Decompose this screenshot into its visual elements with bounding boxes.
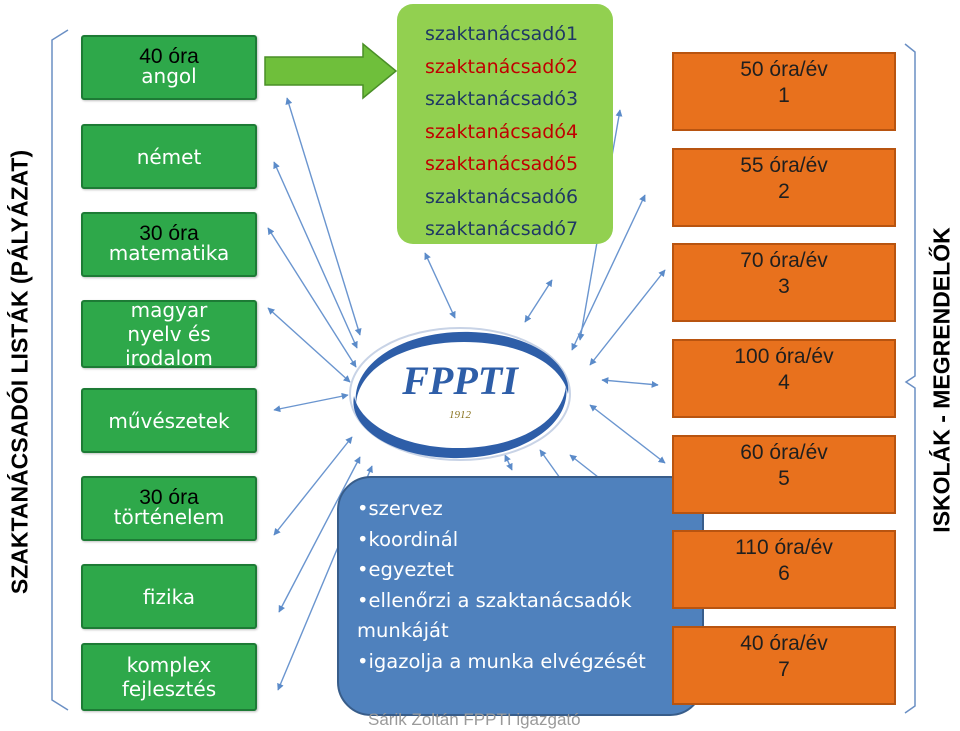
order-rate: 100 óra/év [734,345,834,368]
order-box-2: 55 óra/év 2 [672,148,896,227]
advisor-item: szaktanácsadó3 [425,88,579,110]
task-item: •egyeztet [357,558,454,581]
task-item: munkáját [357,619,449,642]
advisor-item: szaktanácsadó1 [425,23,579,45]
subject-name: magyar nyelv és irodalom [125,298,213,370]
footer-credit: Sárik Zoltán FPPTI igazgató [368,710,581,729]
order-box-5: 60 óra/év 5 [672,435,896,514]
tasks-box: •szervez •koordinál •egyeztet •ellenőrzi… [337,476,704,716]
task-item: •igazolja a munka elvégzését [357,649,646,673]
order-number: 5 [778,467,790,490]
advisor-item: szaktanácsadó5 [425,153,579,175]
left-bracket [51,29,69,711]
order-number: 1 [778,84,790,107]
order-number: 7 [778,658,790,681]
order-rate: 55 óra/év [740,154,828,177]
big-arrow [264,42,398,100]
order-number: 4 [778,371,790,394]
order-number: 2 [778,180,790,203]
order-rate: 110 óra/év [735,536,833,559]
right-title-text: ISKOLÁK - MEGRENDELŐK [928,227,955,533]
subject-box-nemet: német [81,124,257,189]
order-rate: 50 óra/év [740,58,828,81]
order-number: 3 [778,275,790,298]
subject-name: matematika [108,241,230,265]
advisor-item: szaktanácsadó6 [425,185,579,208]
subject-name: fizika [142,584,196,609]
logo-year: 1912 [449,409,472,421]
right-bracket [904,43,916,714]
subject-name: történelem [113,505,225,529]
subject-name: komplex fejlesztés [121,653,217,701]
order-box-1: 50 óra/év 1 [672,52,896,131]
subject-box-muveszetek: művészetek [81,388,257,453]
subject-hours: 40 óra [139,45,199,68]
order-box-4: 100 óra/év 4 [672,339,896,418]
advisor-item: szaktanácsadó7 [425,218,579,240]
logo-text: FPPTI [401,358,519,403]
subject-name: német [136,144,202,169]
fppti-logo: FPPTI 1912 [349,327,571,461]
task-item: •koordinál [357,527,459,551]
subject-box-komplex: komplex fejlesztés [81,643,257,711]
subject-box-matematika: 30 óra matematika [81,212,257,277]
subject-box-angol: 40 óra angol [81,35,257,100]
subject-name: művészetek [108,408,230,433]
order-rate: 70 óra/év [740,249,828,272]
subject-box-magyar: magyar nyelv és irodalom [81,298,257,370]
order-box-3: 70 óra/év 3 [672,243,896,322]
subject-name: angol [141,64,197,88]
subject-box-fizika: fizika [81,564,257,629]
left-title-text: SZAKTANÁCSADÓI LISTÁK (PÁLYÁZAT) [6,149,33,595]
advisors-box: szaktanácsadó1 szaktanácsadó2 szaktanács… [397,4,613,244]
advisor-item: szaktanácsadó2 [425,55,579,78]
order-number: 6 [778,562,790,585]
task-item: •ellenőrzi a szaktanácsadók [357,588,632,612]
subject-hours: 30 óra [139,486,199,509]
order-rate: 40 óra/év [740,632,828,655]
order-box-7: 40 óra/év 7 [672,626,896,705]
advisor-item: szaktanácsadó4 [425,120,579,143]
subject-box-tortenelem: 30 óra történelem [81,476,257,541]
order-box-6: 110 óra/év 6 [672,530,896,609]
subject-hours: 30 óra [139,222,199,245]
task-item: •szervez [357,497,443,520]
left-vertical-title: SZAKTANÁCSADÓI LISTÁK (PÁLYÁZAT) [0,0,40,731]
order-rate: 60 óra/év [740,441,828,464]
right-vertical-title: ISKOLÁK - MEGRENDELŐK [924,0,960,731]
